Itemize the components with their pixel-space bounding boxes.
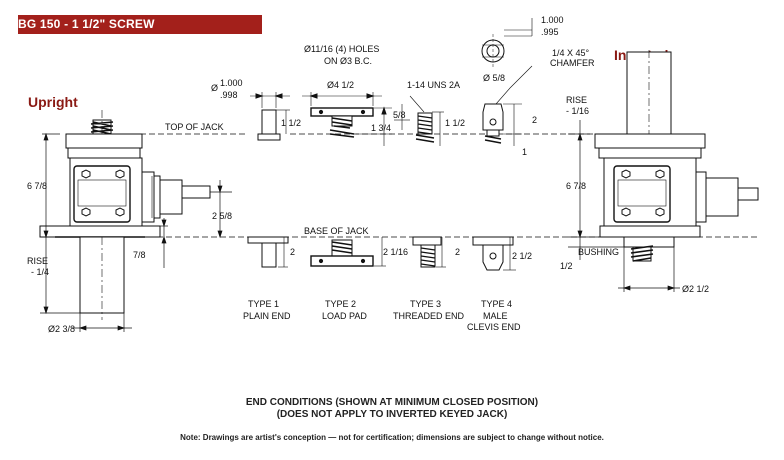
type4-bottom-part <box>472 236 516 271</box>
type4-name: TYPE 4 <box>481 299 512 309</box>
inverted-dims <box>568 120 680 292</box>
dim-6-7-8-right: 6 7/8 <box>566 181 586 191</box>
type1-desc: PLAIN END <box>243 311 291 321</box>
dim-1-1-2: 1 1/2 <box>281 118 301 128</box>
tol-bot: .995 <box>541 27 559 37</box>
type4-top-part <box>481 18 533 146</box>
type2-height: 2 1/16 <box>383 247 408 257</box>
tol-top: 1.000 <box>541 15 564 25</box>
type1-top-part <box>250 92 290 141</box>
chamfer-line1: 1/4 X 45° <box>552 48 590 58</box>
dim-5-8: 5/8 <box>393 110 406 120</box>
title-bar <box>18 15 262 34</box>
type2-bottom-part <box>310 237 386 267</box>
pin-prefix: Ø <box>211 83 218 93</box>
type4-desc: MALE <box>483 311 508 321</box>
end-conditions-note-1: END CONDITIONS (SHOWN AT MINIMUM CLOSED … <box>245 397 539 408</box>
rise-right-2: - 1/16 <box>566 106 589 116</box>
type1-bottom-part <box>247 236 289 268</box>
drawing-title: BG 150 - 1 1/2" SCREW <box>18 17 155 31</box>
holes-label: Ø11/16 (4) HOLES <box>304 44 379 54</box>
dim-d212: Ø2 1/2 <box>682 284 709 294</box>
bolt-heads <box>81 169 125 217</box>
uns-label: 1-14 UNS 2A <box>407 80 460 90</box>
rise-left-2: - 1/4 <box>31 267 49 277</box>
dim-2-5-8: 2 5/8 <box>212 211 232 221</box>
type3-bottom-part <box>412 236 446 268</box>
top-of-jack-label: TOP OF JACK <box>165 122 224 132</box>
type3-name: TYPE 3 <box>410 299 441 309</box>
type2-name: TYPE 2 <box>325 299 356 309</box>
dim-1-1-2-b: 1 1/2 <box>445 118 465 128</box>
upright-heading: Upright <box>28 94 78 110</box>
type2-top-part <box>302 92 392 146</box>
type1-name: TYPE 1 <box>248 299 279 309</box>
end-conditions-note-2: (DOES NOT APPLY TO INVERTED KEYED JACK) <box>276 409 508 420</box>
d58-label: Ø 5/8 <box>483 73 505 83</box>
chamfer-line2: CHAMFER <box>550 58 595 68</box>
disclaimer: Note: Drawings are artist's conception —… <box>180 433 604 442</box>
dim-1: 1 <box>522 147 527 157</box>
dim-1-3-4: 1 3/4 <box>371 123 391 133</box>
upright-dims <box>40 132 232 332</box>
bc-label: ON Ø3 B.C. <box>324 56 372 66</box>
inverted-jack <box>594 50 759 262</box>
type1-height: 2 <box>290 247 295 257</box>
type4-height: 2 1/2 <box>512 251 532 261</box>
dim-7-8: 7/8 <box>133 250 146 260</box>
dim-6-7-8-left: 6 7/8 <box>27 181 47 191</box>
od-412-label: Ø4 1/2 <box>327 80 354 90</box>
pin-top: 1.000 <box>220 78 243 88</box>
type4-desc2: CLEVIS END <box>467 322 521 332</box>
base-of-jack-label: BASE OF JACK <box>304 226 369 236</box>
type2-desc: LOAD PAD <box>322 311 367 321</box>
pin-bot: .998 <box>220 90 238 100</box>
rise-left-1: RISE <box>27 256 48 266</box>
type3-top-part <box>394 95 444 146</box>
drawing-text: TOP OF JACK BASE OF JACK Ø11/16 (4) HOLE… <box>27 15 709 334</box>
type3-desc: THREADED END <box>393 311 465 321</box>
type3-height: 2 <box>455 247 460 257</box>
upright-jack <box>39 110 211 320</box>
rise-right-1: RISE <box>566 95 587 105</box>
dim-1-2: 1/2 <box>560 261 573 271</box>
dim-2: 2 <box>532 115 537 125</box>
bushing-label: BUSHING <box>578 247 619 257</box>
dim-d238: Ø2 3/8 <box>48 324 75 334</box>
